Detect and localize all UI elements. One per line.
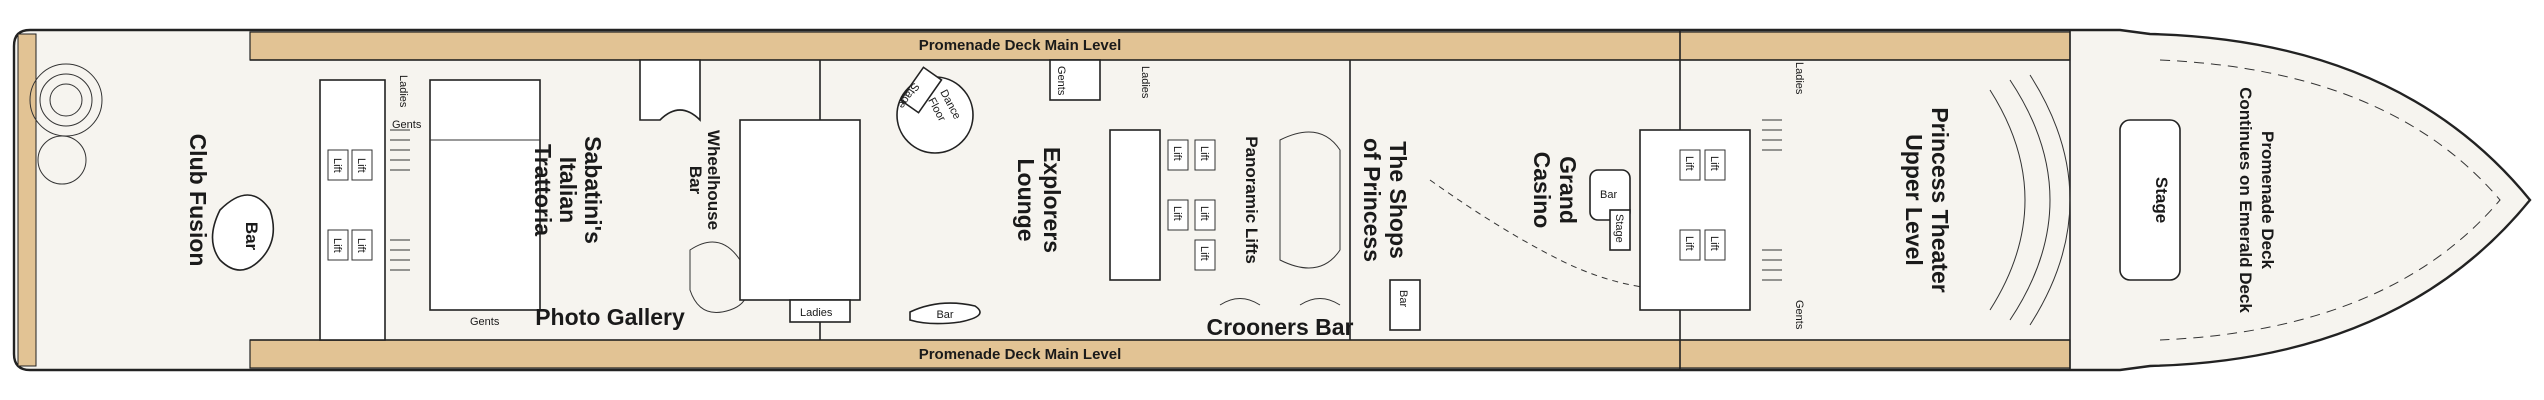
- stage-casino-label: Stage: [1613, 214, 1625, 243]
- wheelhouse-label-1: Wheelhouse: [704, 130, 723, 230]
- lift-6-label: Lift: [1171, 206, 1183, 221]
- lift-3-label: Lift: [331, 238, 343, 253]
- sabatinis-label-2: Italian: [555, 157, 581, 223]
- lift-9-label: Lift: [1198, 246, 1210, 261]
- galley-block-1: [429, 79, 541, 311]
- wheelhouse-label-2: Bar: [686, 166, 705, 195]
- lift-1-label: Lift: [331, 158, 343, 173]
- shops-label-2: of Princess: [1359, 138, 1385, 262]
- theater-label-2: Upper Level: [1901, 134, 1927, 266]
- lift-2-label: Lift: [355, 158, 367, 173]
- ladies-4-label: Ladies: [1793, 62, 1805, 95]
- lift-13-label: Lift: [1708, 236, 1720, 251]
- promenade-deck-aft: [17, 33, 37, 367]
- lift-8-label: Lift: [1198, 206, 1210, 221]
- promenade-deck-bottom: [249, 339, 2071, 369]
- ladies-3-label: Ladies: [1139, 66, 1151, 99]
- stage-theater-label: Stage: [2152, 177, 2171, 223]
- explorers-label-2: Lounge: [1013, 158, 1039, 241]
- lift-5-label: Lift: [1171, 146, 1183, 161]
- club-fusion-label: Club Fusion: [185, 134, 211, 267]
- aft-facilities-block: [319, 79, 386, 341]
- bar-casino-label: Bar: [1600, 189, 1617, 201]
- deck-label-bottom: Promenade Deck Main Level: [919, 346, 1122, 363]
- theater-label-1: Princess Theater: [1927, 107, 1953, 292]
- promenade-deck-top: [249, 31, 2071, 61]
- photo-gallery-label: Photo Gallery: [535, 304, 685, 330]
- continues-note-1: Promenade Deck: [2258, 131, 2277, 269]
- grand-casino-label-2: Casino: [1529, 152, 1555, 229]
- gents-4-label: Gents: [1793, 300, 1805, 330]
- crooners-bar-label: Crooners Bar: [1207, 314, 1354, 340]
- sabatinis-label-3: Trattoria: [530, 144, 556, 236]
- ladies-1-label: Ladies: [397, 75, 409, 108]
- gents-2-label: Gents: [470, 316, 500, 328]
- grand-casino-label-1: Grand: [1555, 156, 1581, 224]
- bar-crooners-label: Bar: [1397, 290, 1409, 307]
- panoramic-lifts-label: Panoramic Lifts: [1242, 136, 1261, 264]
- lift-12-label: Lift: [1683, 236, 1695, 251]
- explorers-label-1: Explorers: [1039, 147, 1065, 253]
- lift-11-label: Lift: [1708, 156, 1720, 171]
- theater-stage: [2119, 119, 2181, 281]
- gents-3-label: Gents: [1055, 66, 1067, 96]
- deck-label-top: Promenade Deck Main Level: [919, 37, 1122, 54]
- shops-label-1: The Shops: [1385, 141, 1411, 259]
- lift-7-label: Lift: [1198, 146, 1210, 161]
- sabatinis-label-1: Sabatini's: [580, 136, 606, 244]
- bar-aft-label: Bar: [242, 222, 261, 251]
- continues-note-2: Continues on Emerald Deck: [2236, 87, 2255, 313]
- ladies-2-label: Ladies: [800, 307, 833, 319]
- bar-explorers-label: Bar: [936, 309, 953, 321]
- lift-10-label: Lift: [1683, 156, 1695, 171]
- lift-4-label: Lift: [355, 238, 367, 253]
- galley-block-2: [739, 119, 861, 301]
- gents-1-label: Gents: [392, 119, 422, 131]
